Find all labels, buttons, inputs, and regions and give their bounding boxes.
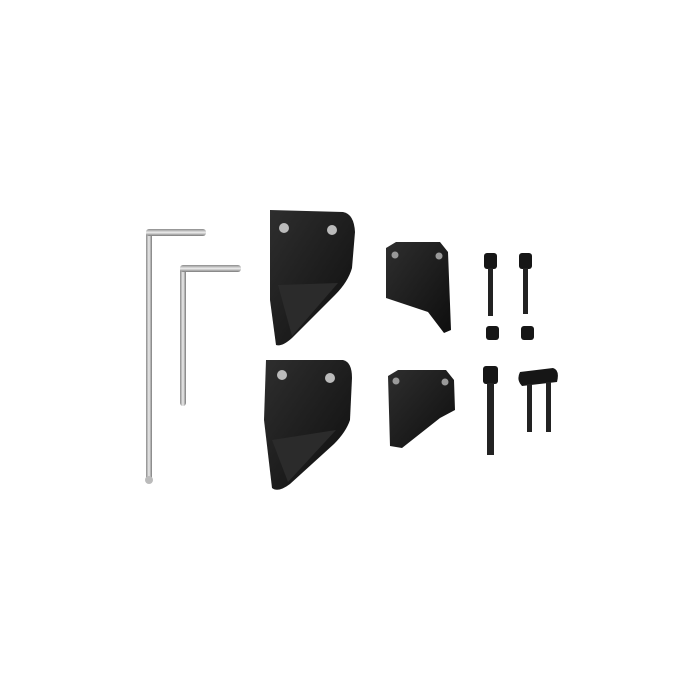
nut-2: [521, 326, 534, 340]
bracket-top: [270, 210, 355, 346]
screw-1: [484, 253, 497, 316]
screw-3: [483, 366, 498, 455]
clamp-bottom: [388, 370, 455, 448]
hex-key-large: [145, 229, 206, 484]
bracket-bottom: [264, 360, 352, 490]
clamp-top: [386, 242, 451, 333]
hex-key-small: [180, 265, 241, 406]
screw-2: [519, 253, 532, 314]
nut-1: [486, 326, 499, 340]
double-pin-clip: [518, 368, 558, 432]
